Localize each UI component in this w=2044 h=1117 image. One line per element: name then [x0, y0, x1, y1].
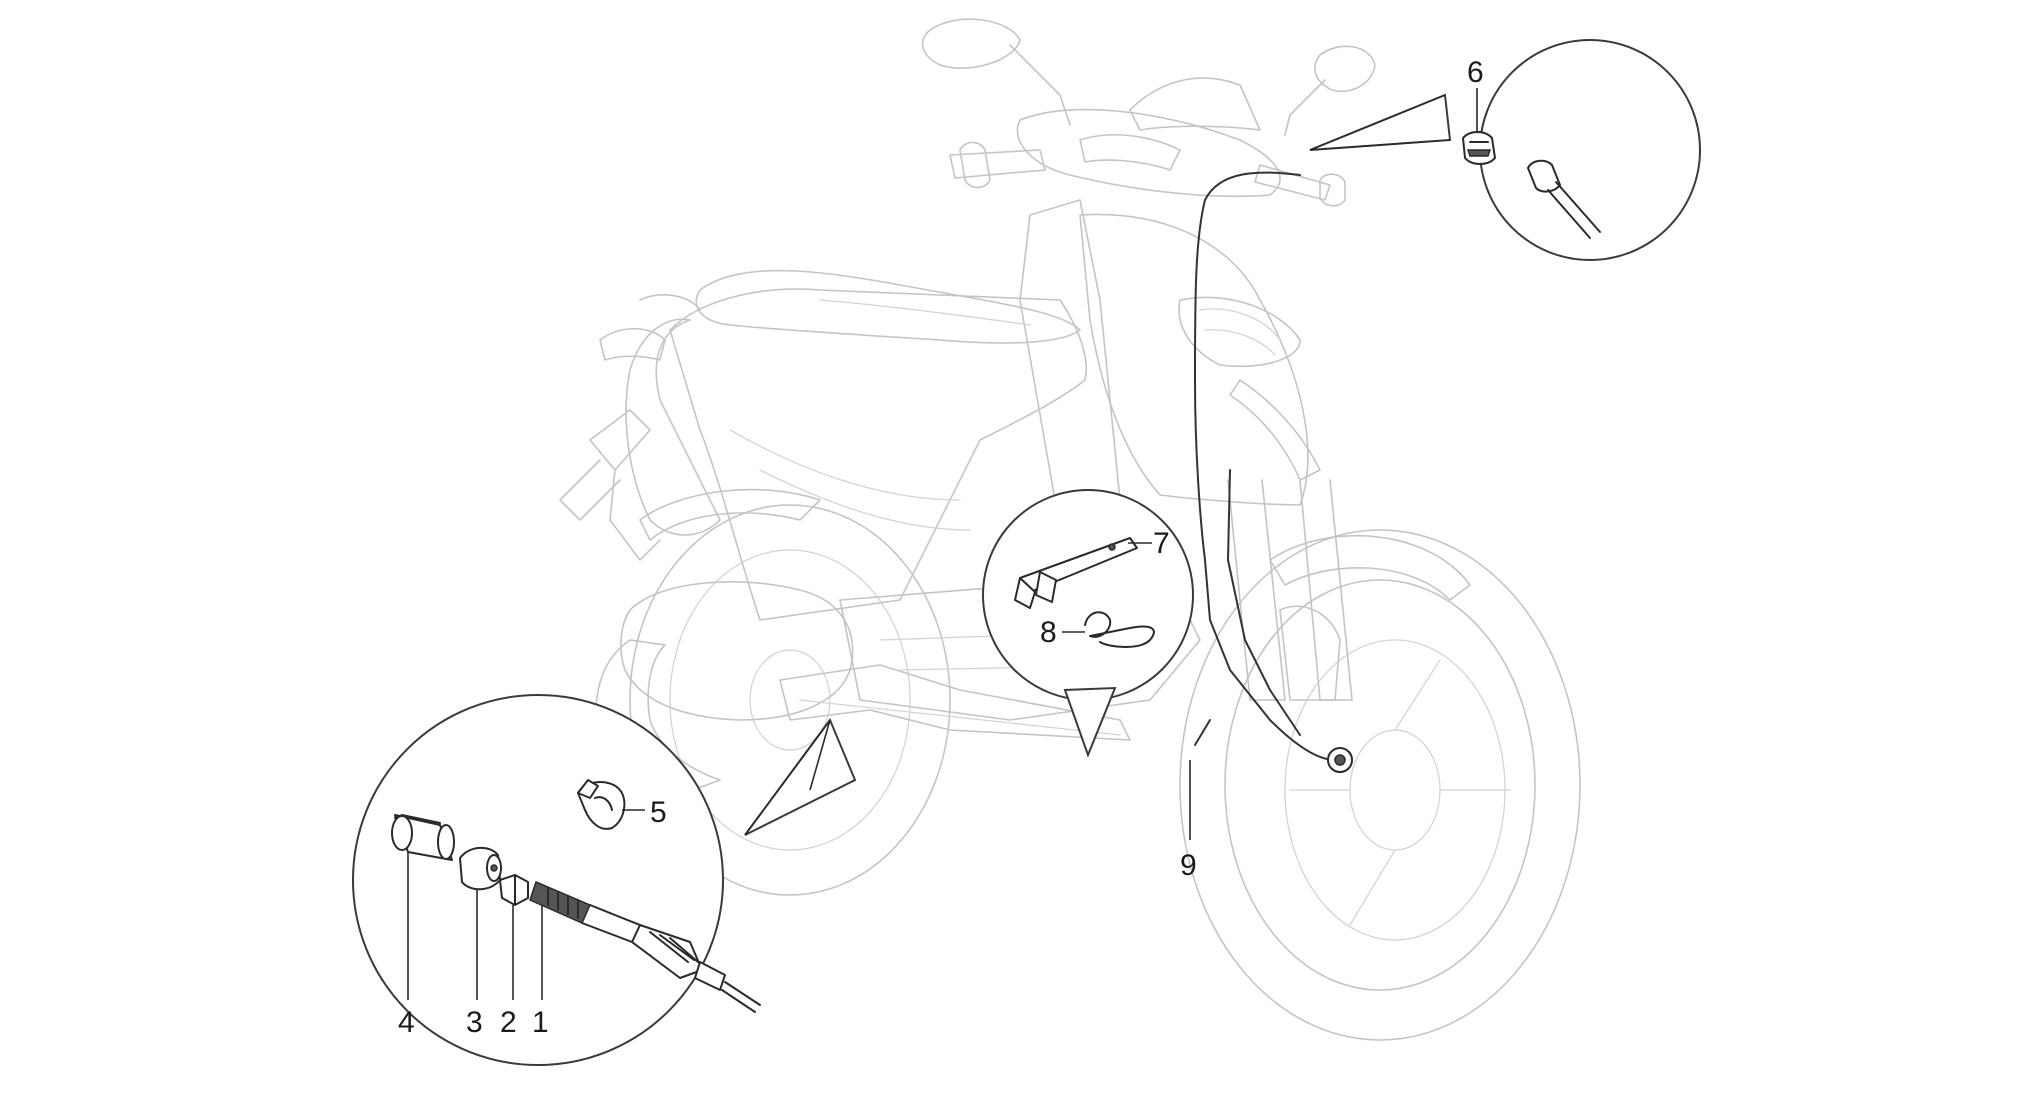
detail-circle-handlebar: [1309, 39, 1701, 261]
cable-end-fitting: [1527, 159, 1601, 239]
part-6-clip: [1462, 131, 1496, 165]
mirrors: [921, 18, 1376, 136]
callout-9: 9: [1180, 849, 1197, 882]
steering-column: [1019, 199, 1121, 501]
part-4-sleeve: [391, 814, 455, 861]
detail-pointer-rear: [744, 717, 857, 836]
callout-labels: 1 2 3 4 5 6 7 8 9: [398, 56, 1484, 1039]
swingarm: [779, 664, 1131, 741]
front-grille: [1229, 379, 1321, 481]
callout-2: 2: [500, 1006, 517, 1039]
part-5-clamp: [577, 779, 626, 830]
part-7-bracket: [1014, 537, 1138, 609]
handlebars: [949, 141, 1346, 207]
seat: [695, 269, 1081, 344]
rear-fender: [639, 488, 821, 541]
callout-4: 4: [398, 1006, 415, 1039]
front-fender: [1269, 534, 1471, 601]
callout-3: 3: [466, 1006, 483, 1039]
part-8-wire-clip: [1084, 611, 1155, 648]
callout-8: 8: [1040, 616, 1057, 649]
speedometer-cable-route: [1194, 171, 1353, 773]
rear-wheel: [629, 504, 951, 896]
callout-7: 7: [1153, 527, 1170, 560]
license-plate-holder: [589, 409, 651, 471]
callout-5: 5: [650, 796, 667, 829]
front-fork: [1227, 479, 1353, 701]
front-wheel: [1179, 529, 1581, 1041]
rear-light: [599, 328, 666, 361]
part-3-cap: [459, 846, 502, 891]
detail-circle-rear-parts: [352, 694, 857, 1066]
side-panel: [669, 288, 1088, 621]
handlebar-cover: [1016, 108, 1281, 198]
windscreen: [1129, 77, 1261, 131]
detail-circle-clamps: [982, 489, 1194, 758]
headlight-housing: [1178, 296, 1301, 368]
rear-body: [625, 318, 721, 536]
callout-1: 1: [532, 1006, 549, 1039]
callout-6: 6: [1467, 56, 1484, 89]
part-2-nut: [499, 874, 529, 906]
engine-case: [620, 581, 854, 721]
detail-pointer-mid: [1063, 686, 1117, 758]
part-1-cable: [529, 880, 761, 1013]
front-cover: [1079, 213, 1309, 506]
